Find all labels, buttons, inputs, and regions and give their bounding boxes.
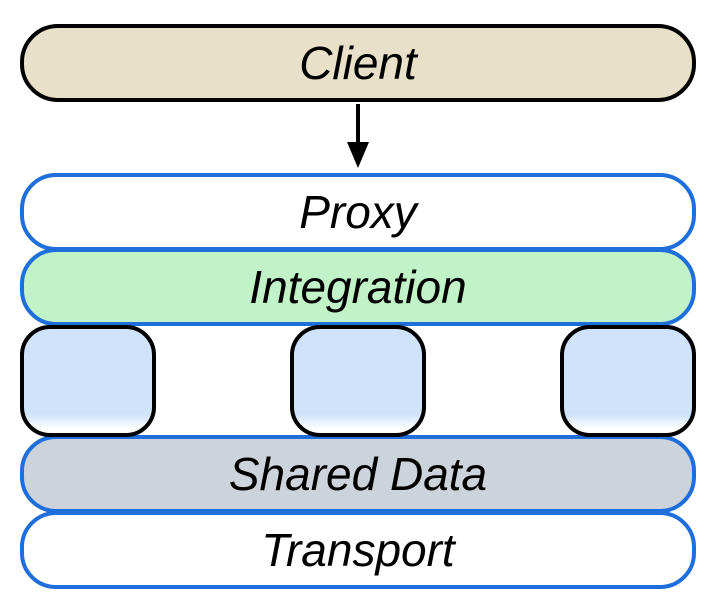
arrow-head: [347, 142, 369, 168]
integration-layer: Integration: [20, 248, 696, 326]
proxy-layer-label: Proxy: [299, 186, 417, 238]
module-box-center: [290, 325, 426, 437]
client-layer-label: Client: [299, 37, 417, 89]
module-box-right: [560, 325, 696, 437]
transport-layer: Transport: [20, 511, 696, 589]
integration-layer-label: Integration: [249, 261, 467, 313]
shared-data-layer-label: Shared Data: [228, 448, 488, 500]
transport-layer-label: Transport: [261, 524, 455, 576]
module-box-left: [20, 325, 156, 437]
proxy-layer: Proxy: [20, 173, 696, 251]
client-layer: Client: [20, 24, 696, 102]
shared-data-layer: Shared Data: [20, 435, 696, 513]
